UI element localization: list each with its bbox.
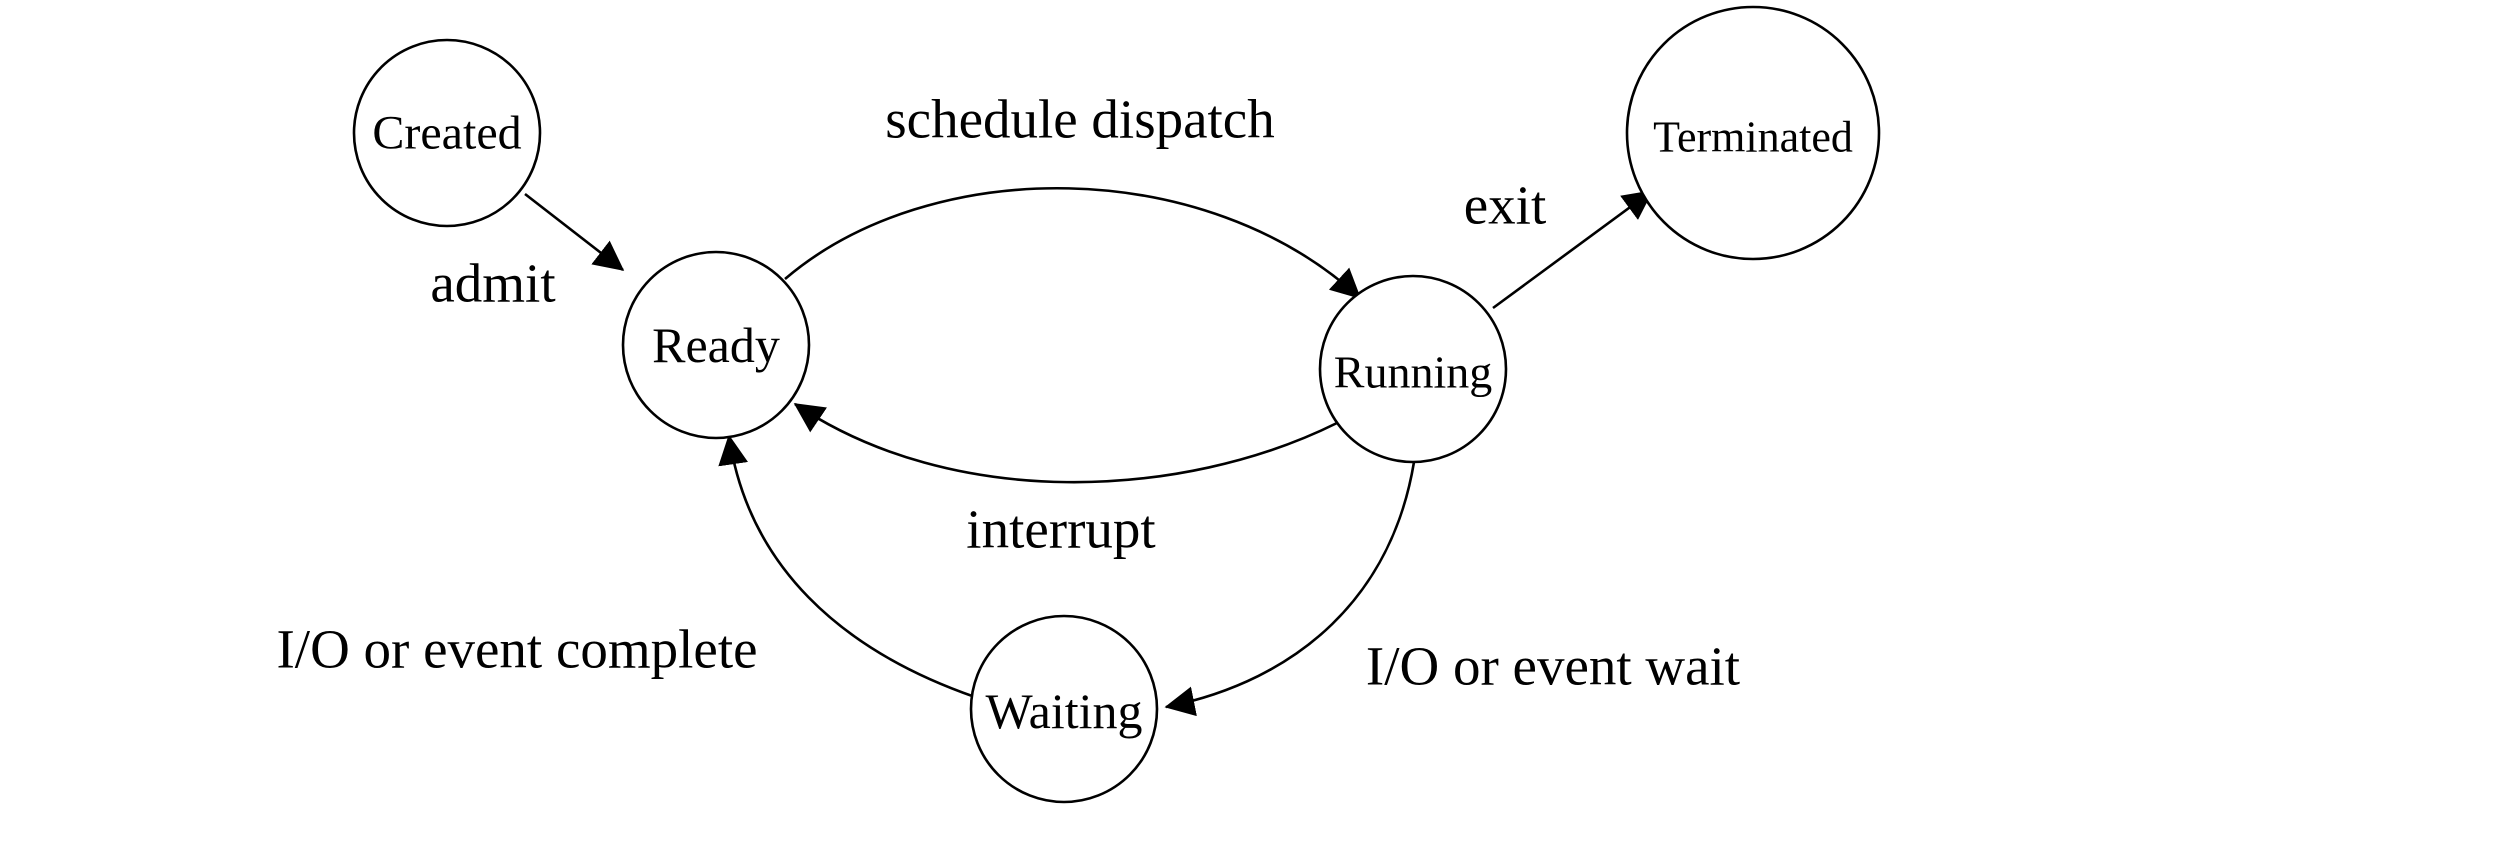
state-ready-label: Ready — [652, 317, 780, 373]
state-terminated: Terminated — [1625, 5, 1881, 261]
state-ready: Ready — [621, 250, 811, 440]
label-io-event-wait: I/O or event wait — [1366, 636, 1740, 697]
edge-exit — [1492, 189, 1654, 310]
state-terminated-label: Terminated — [1653, 113, 1853, 162]
label-admit: admit — [430, 253, 555, 314]
label-interrupt: interrupt — [966, 499, 1155, 560]
edge-interrupt — [793, 402, 1338, 484]
state-created: Created — [352, 38, 542, 228]
state-created-label: Created — [372, 107, 521, 160]
state-waiting: Waiting — [969, 614, 1159, 804]
edge-admit — [524, 192, 625, 272]
label-schedule-dispatch: schedule dispatch — [885, 89, 1274, 150]
edge-schedule-dispatch — [784, 186, 1362, 300]
state-running: Running — [1318, 274, 1508, 464]
label-exit: exit — [1464, 175, 1546, 236]
state-waiting-label: Waiting — [985, 683, 1142, 739]
edge-io-event-complete — [718, 434, 976, 699]
state-running-label: Running — [1334, 347, 1492, 398]
label-io-event-complete: I/O or event complete — [276, 619, 757, 680]
edge-io-event-wait — [1164, 461, 1416, 717]
